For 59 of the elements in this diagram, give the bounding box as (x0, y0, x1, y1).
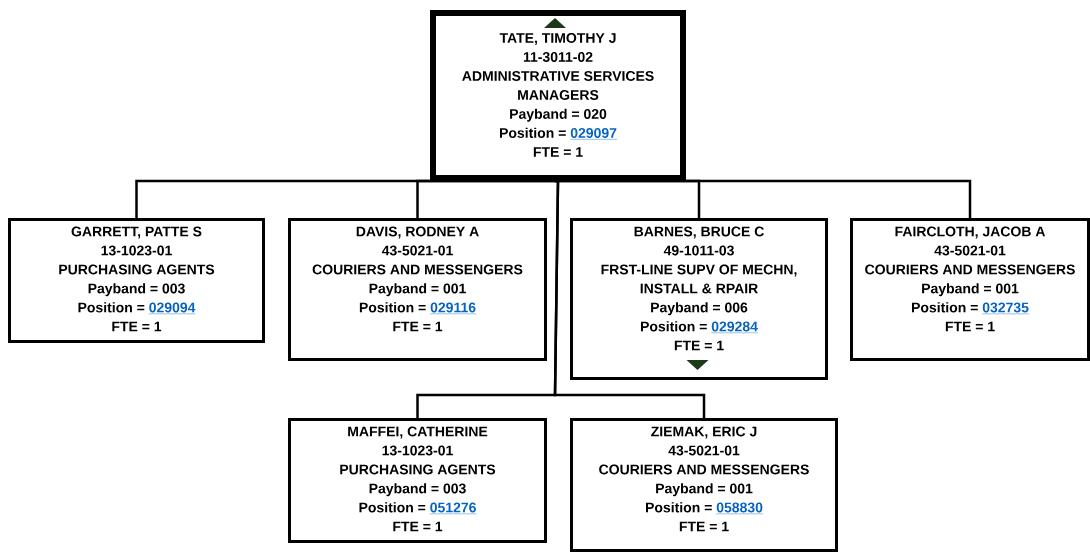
job-code: 43-5021-01 (381, 245, 453, 256)
payband-text: Payband = 006 (651, 302, 748, 316)
position-link: 029116 (429, 302, 477, 314)
position-label: Position = (641, 321, 707, 332)
job-title: PURCHASING AGENTS (59, 264, 215, 275)
position-label: Position = (359, 502, 426, 513)
position-box (570, 418, 838, 552)
job-title: FRST-LINE SUPV OF MECHN, INSTALL & RPAIR (601, 264, 797, 294)
person-name: ZIEMAK, ERIC J (651, 426, 757, 439)
payband-text: Payband = 020 (510, 108, 607, 122)
position-box (570, 218, 828, 380)
position-box (8, 218, 265, 343)
job-code: 49-1011-03 (663, 245, 734, 256)
position-label: Position = (500, 127, 566, 138)
payband-text: Payband = 003 (369, 483, 466, 497)
position-link: 051276 (429, 502, 477, 515)
job-title: COURIERS AND MESSENGERS (312, 264, 523, 275)
person-name: MAFFEI, CATHERINE (348, 426, 488, 439)
job-title: COURIERS AND MESSENGERS (599, 464, 809, 475)
job-code: 43-5021-01 (668, 445, 740, 456)
fte-text: FTE = 1 (945, 321, 995, 332)
position-box (850, 218, 1090, 361)
connector-line (416, 179, 558, 218)
fte-text: FTE = 1 (393, 521, 443, 532)
position-label: Position = (359, 302, 426, 313)
payband-text: Payband = 001 (656, 483, 753, 497)
position-label: Position = (78, 302, 145, 313)
job-code: 13-1023-01 (101, 245, 172, 256)
fte-text: FTE = 1 (393, 321, 443, 332)
position-link: 058830 (716, 502, 764, 515)
position-link: 029094 (148, 302, 196, 314)
person-name: FAIRCLOTH, JACOB A (895, 226, 1046, 239)
connector-line (553, 179, 972, 218)
position-link: 029097 (570, 128, 618, 140)
payband-text: Payband = 001 (369, 283, 466, 297)
position-link: 032735 (982, 302, 1030, 315)
payband-text: Payband = 001 (922, 283, 1019, 297)
fte-text: FTE = 1 (679, 521, 729, 532)
job-title: COURIERS AND MESSENGERS (865, 264, 1075, 275)
position-label: Position = (646, 502, 712, 513)
person-name: DAVIS, RODNEY A (356, 226, 479, 239)
position-box (430, 10, 686, 181)
position-link: 029284 (711, 321, 759, 333)
job-code: 13-1023-01 (382, 445, 453, 456)
person-name: TATE, TIMOTHY J (499, 33, 616, 45)
payband-text: Payband = 003 (88, 283, 185, 297)
job-title: PURCHASING AGENTS (340, 464, 496, 475)
fte-text: FTE = 1 (533, 147, 583, 157)
position-box (288, 218, 547, 361)
fte-text: FTE = 1 (112, 321, 162, 332)
connector-line (553, 181, 706, 418)
fte-text: FTE = 1 (674, 340, 724, 351)
job-code: 43-5021-01 (934, 245, 1006, 256)
job-title: ADMINISTRATIVE SERVICES MANAGERS (462, 71, 654, 100)
position-box (288, 418, 547, 543)
job-code: 11-3011-02 (523, 52, 593, 62)
person-name: BARNES, BRUCE C (634, 226, 764, 239)
person-name: GARRETT, PATTE S (71, 226, 202, 239)
position-label: Position = (912, 302, 978, 313)
